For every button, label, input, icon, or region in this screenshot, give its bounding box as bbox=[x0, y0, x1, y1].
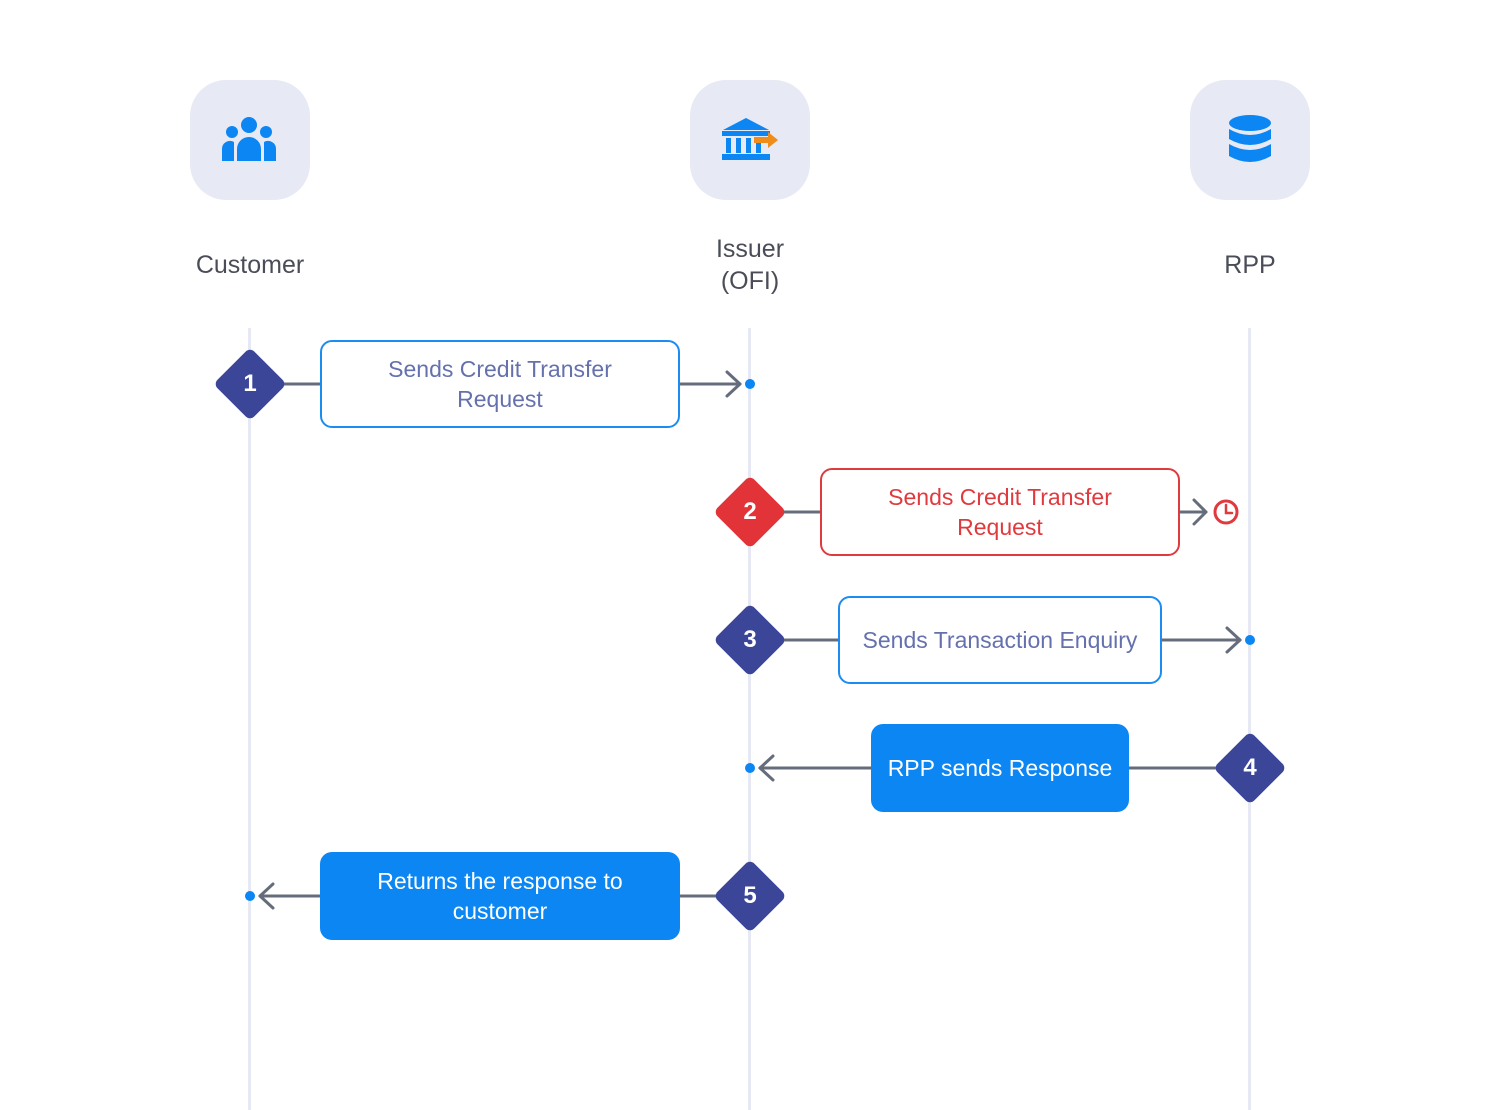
step-2-arrowhead bbox=[1192, 498, 1208, 526]
step-4-message-box: RPP sends Response bbox=[871, 724, 1129, 812]
issuer-lifeline bbox=[748, 328, 751, 1110]
bank-transfer-icon bbox=[722, 118, 778, 160]
rpp-lifeline bbox=[1248, 328, 1251, 1110]
step-3-endpoint-dot bbox=[1245, 635, 1255, 645]
rpp-actor-tile bbox=[1190, 80, 1310, 200]
step-5-message-box: Returns the response to customer bbox=[320, 852, 680, 940]
step-4-number: 4 bbox=[1243, 754, 1257, 781]
step-4-arrowhead bbox=[758, 754, 775, 782]
step-5-number: 5 bbox=[743, 882, 757, 909]
users-icon bbox=[221, 117, 277, 161]
customer-lifeline bbox=[248, 328, 251, 1110]
issuer-label: Issuer (OFI) bbox=[715, 235, 785, 295]
step-3-message-box: Sends Transaction Enquiry bbox=[838, 596, 1162, 684]
customer-label: Customer bbox=[195, 251, 305, 279]
step-1-number: 1 bbox=[243, 370, 257, 397]
step-3-arrowhead bbox=[1225, 626, 1242, 654]
step-2-message-box: Sends Credit Transfer Request bbox=[820, 468, 1180, 556]
step-2-number: 2 bbox=[743, 498, 757, 525]
database-icon bbox=[1229, 115, 1271, 162]
step-1-endpoint-dot bbox=[745, 379, 755, 389]
timeout-clock-icon bbox=[1213, 499, 1239, 525]
step-3-number: 3 bbox=[743, 626, 757, 653]
step-5-arrowhead bbox=[258, 882, 275, 910]
step-1-arrowhead bbox=[725, 370, 742, 398]
issuer-actor-tile bbox=[690, 80, 810, 200]
step-1-message-box: Sends Credit Transfer Request bbox=[320, 340, 680, 428]
step-5-endpoint-dot bbox=[245, 891, 255, 901]
step-4-endpoint-dot bbox=[745, 763, 755, 773]
rpp-label: RPP bbox=[1224, 251, 1276, 279]
customer-actor-tile bbox=[190, 80, 310, 200]
